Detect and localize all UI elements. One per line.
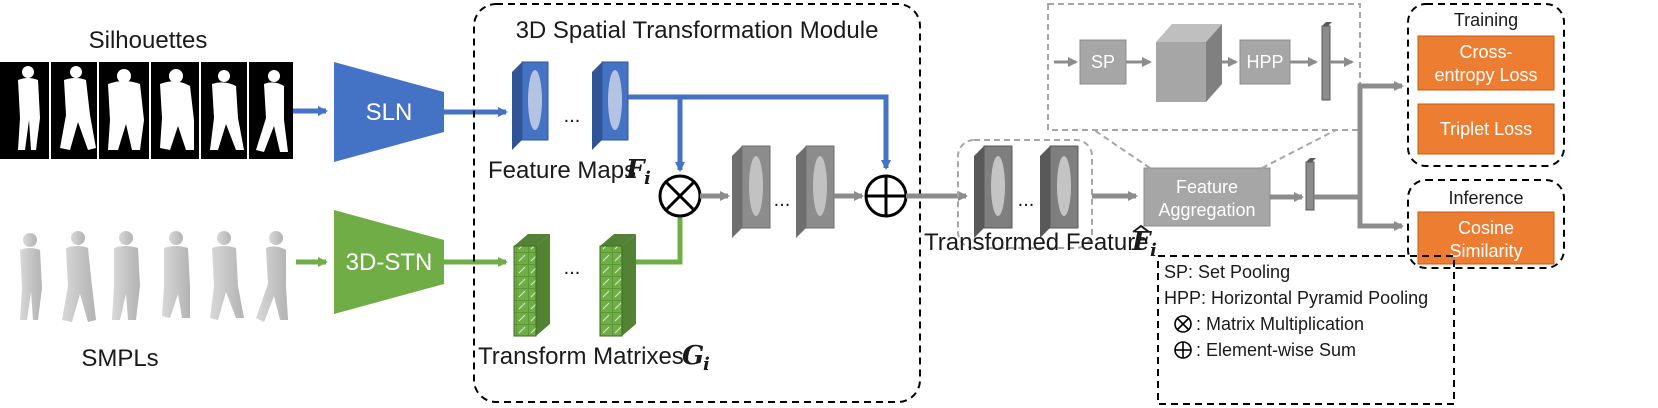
feature-maps-subscript: i xyxy=(644,168,651,189)
transformed-feature-label: Transformed Feature xyxy=(924,229,1149,256)
training-label: Training xyxy=(1454,10,1518,30)
hpp-label: HPP xyxy=(1246,52,1283,72)
intermediate-map-1 xyxy=(732,145,771,238)
cross-entropy-loss-block xyxy=(1417,35,1555,91)
transform-matrixes-subscript: i xyxy=(703,354,710,375)
transformed-feature-subscript: i xyxy=(1150,240,1157,261)
feature-maps-symbol: F xyxy=(625,155,646,185)
module-title: 3D Spatial Transformation Module xyxy=(516,17,879,44)
inference-label: Inference xyxy=(1448,188,1523,208)
matrices-ellipsis: ... xyxy=(564,257,581,279)
output-feature-vector xyxy=(1305,158,1316,211)
feature-maps-ellipsis: ... xyxy=(564,105,581,127)
cosine-label-line2: Similarity xyxy=(1449,241,1522,261)
transformed-map-2 xyxy=(1040,145,1079,238)
matrix-multiplication-symbol xyxy=(658,174,702,218)
silhouettes-label: Silhouettes xyxy=(89,27,208,54)
legend-frame xyxy=(1157,255,1455,405)
intermediate-map-2 xyxy=(796,145,835,238)
zoom-line-left xyxy=(1093,129,1151,169)
legend-sum-icon xyxy=(1174,341,1192,359)
legend-hpp: HPP: Horizontal Pyramid Pooling xyxy=(1164,288,1428,308)
transform-matrixes-symbol: G xyxy=(682,341,704,371)
stn-block xyxy=(334,210,444,314)
transform-matrixes-label: Transform Matrixes xyxy=(478,343,684,370)
transformed-ellipsis: ... xyxy=(1018,189,1035,211)
inference-frame xyxy=(1407,179,1565,269)
legend-mult-icon xyxy=(1174,315,1192,333)
legend-mult: : Matrix Multiplication xyxy=(1196,314,1364,334)
cross-entropy-label-line2: entropy Loss xyxy=(1434,65,1537,85)
intermediate-ellipsis: ... xyxy=(774,189,791,211)
sp-label: SP xyxy=(1091,52,1115,72)
legend-sp: SP: Set Pooling xyxy=(1164,262,1290,282)
feature-map-1 xyxy=(512,61,549,150)
arrow-to-training xyxy=(1314,81,1404,200)
transformed-map-1 xyxy=(974,145,1013,238)
module-frame xyxy=(473,3,921,403)
element-wise-sum-symbol xyxy=(864,174,908,218)
arrow-to-inference xyxy=(1357,197,1404,231)
feature-aggregation-label-line1: Feature xyxy=(1176,177,1238,197)
hat-accent xyxy=(1132,224,1150,233)
skip-connection-arrow xyxy=(628,94,891,170)
zoom-line-right xyxy=(1261,129,1337,169)
silhouette-images xyxy=(0,62,293,159)
smpls-label: SMPLs xyxy=(81,345,158,372)
legend-sum: : Element-wise Sum xyxy=(1196,340,1356,360)
sln-block xyxy=(334,62,444,162)
transformed-feature-symbol: F xyxy=(1131,227,1152,257)
arrow-matrices-to-mult xyxy=(636,200,685,265)
aggregated-cube xyxy=(1156,24,1222,102)
transform-matrix-1 xyxy=(513,234,550,337)
feature-maps-label: Feature Maps xyxy=(488,157,636,184)
training-frame xyxy=(1407,3,1565,167)
transform-matrix-2 xyxy=(599,234,636,337)
triplet-loss-block xyxy=(1417,103,1555,155)
stn-label: 3D-STN xyxy=(346,249,433,276)
smpl-meshes xyxy=(20,231,288,322)
feature-map-2 xyxy=(592,61,629,150)
sp-block xyxy=(1079,39,1127,85)
triplet-loss-label: Triplet Loss xyxy=(1440,119,1532,139)
aggregation-detail-frame xyxy=(1047,3,1361,131)
feature-aggregation-block xyxy=(1143,167,1271,227)
cross-entropy-label-line1: Cross- xyxy=(1460,42,1513,62)
sln-label: SLN xyxy=(366,99,413,126)
feature-aggregation-label-line2: Aggregation xyxy=(1158,200,1255,220)
hpp-block xyxy=(1239,39,1291,85)
cosine-label-line1: Cosine xyxy=(1458,218,1514,238)
